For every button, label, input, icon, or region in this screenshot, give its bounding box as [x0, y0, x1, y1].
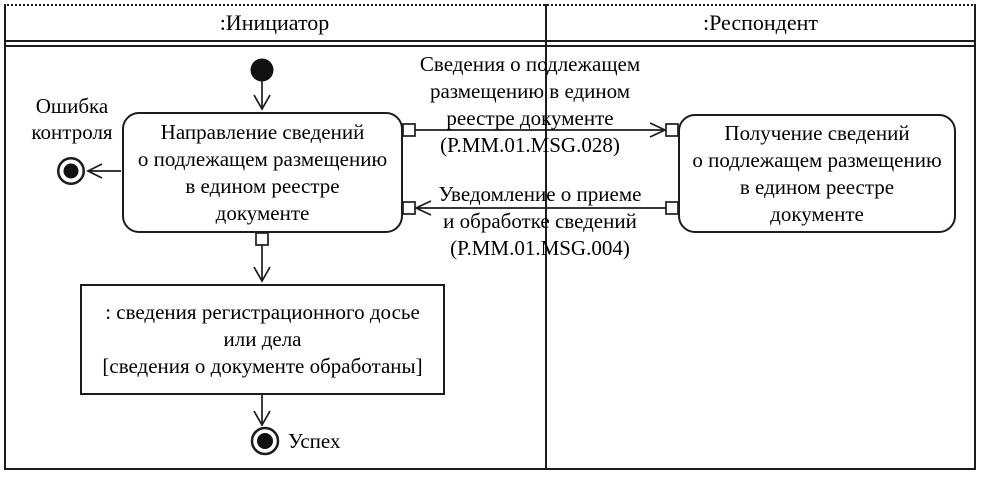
swimlane-header-separator — [4, 45, 976, 47]
diagram-frame — [4, 4, 976, 470]
pin-icon — [402, 201, 416, 215]
arrowhead-left-icon — [86, 163, 103, 179]
pin-icon — [402, 123, 416, 137]
message-line: Уведомление о приеме — [438, 182, 642, 206]
object-line: или дела — [223, 327, 302, 351]
error-final-label: Ошибка контроля — [8, 93, 136, 145]
arrowhead-left-icon — [413, 200, 432, 216]
activity-send-document-info: Направление сведений о подлежащем размещ… — [122, 112, 403, 233]
message-line: и обработке сведений — [443, 209, 637, 233]
arrowhead-right-icon — [649, 122, 668, 138]
object-line: [сведения о документе обработаны] — [102, 354, 423, 378]
activity-line: о подлежащем размещению — [137, 146, 388, 171]
message-label-1: Сведения о подлежащем размещению в едино… — [398, 51, 662, 159]
activity-line: о подлежащем размещению — [692, 147, 942, 172]
error-line: контроля — [31, 120, 113, 144]
activity-receive-document-info: Получение сведений о подлежащем размещен… — [678, 114, 956, 233]
arrowhead-down-icon — [253, 410, 271, 427]
swimlane-divider — [545, 4, 547, 470]
activity-line: в едином реестре — [185, 173, 340, 198]
object-node-dossier-info: : сведения регистрационного досье или де… — [80, 284, 445, 395]
initial-node-icon — [250, 58, 274, 82]
message-line: Сведения о подлежащем — [419, 52, 641, 76]
error-final-node-dot — [63, 163, 79, 179]
arrowhead-down-icon — [253, 94, 271, 111]
message-line: (P.MM.01.MSG.004) — [450, 236, 630, 260]
arrowhead-down-icon — [253, 266, 271, 283]
activity-line: документе — [215, 200, 310, 225]
pin-icon — [255, 232, 269, 246]
swimlane-header-band — [4, 4, 976, 42]
message-line: (P.MM.01.MSG.028) — [440, 133, 620, 157]
pin-icon — [665, 123, 679, 137]
message-line: размещению в едином — [429, 79, 631, 103]
message-line: реестре документе — [446, 106, 614, 130]
message-label-2: Уведомление о приеме и обработке сведени… — [408, 181, 672, 262]
object-line: : сведения регистрационного досье — [105, 300, 420, 324]
error-line: Ошибка — [35, 94, 109, 118]
activity-line: Получение сведений — [724, 120, 910, 145]
success-final-node-dot — [257, 433, 273, 449]
activity-line: Направление сведений — [160, 119, 365, 144]
activity-line: в едином реестре — [739, 174, 895, 199]
activity-line: документе — [770, 201, 864, 226]
